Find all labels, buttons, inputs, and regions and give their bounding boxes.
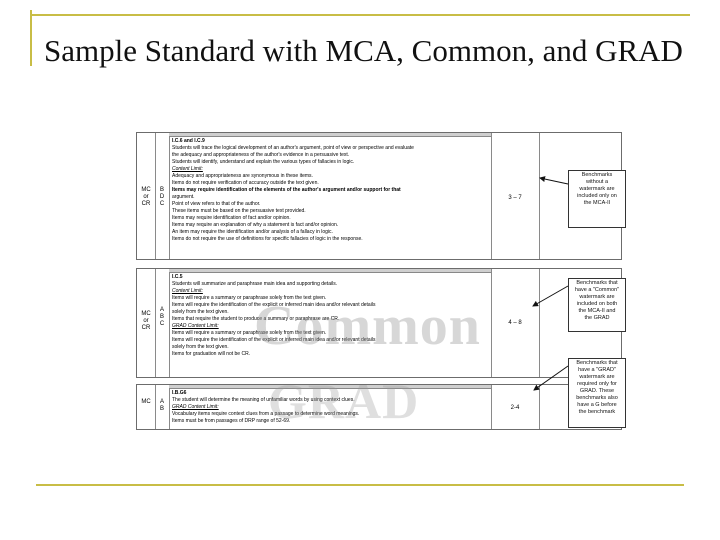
benchmark-line: the adequacy and appropriateness of the …	[172, 152, 350, 158]
callout-line: GRAD. These	[579, 388, 615, 394]
item-type-line: MC	[141, 187, 151, 193]
callout-line: Benchmarks that	[576, 360, 618, 366]
title-accent-vertical	[30, 10, 32, 66]
benchmark-line: Items may require identification of the …	[172, 187, 401, 193]
level-letter: A	[159, 399, 164, 405]
item-type-line: CR	[141, 201, 151, 207]
level-letter: B	[159, 406, 164, 412]
item-type-line: MC	[141, 311, 151, 317]
benchmark-line: Content Limit:	[172, 288, 203, 294]
callout-line: have a "Common"	[574, 287, 620, 293]
benchmark-line: Adequacy and appropriateness are synonym…	[172, 173, 313, 179]
header-stripe	[169, 133, 491, 137]
callout-line: have a G before	[577, 402, 617, 408]
callout-line: benchmarks also	[576, 395, 618, 401]
level-letter: D	[159, 194, 165, 200]
benchmark-line: Students will identify, understand and e…	[172, 159, 355, 165]
benchmark-line: An item may require the identification a…	[172, 229, 333, 235]
item-type-cell: MC or CR	[137, 269, 156, 377]
title-accent-horizontal	[30, 14, 690, 16]
level-letter: C	[159, 201, 165, 207]
callout-line: have a "GRAD"	[578, 367, 616, 373]
benchmark-line: Items that require the student to produc…	[172, 316, 340, 322]
bottom-accent-rule	[36, 484, 684, 486]
item-type-line: CR	[141, 325, 151, 331]
callout-line: without a	[585, 179, 608, 185]
benchmark-line: Items do not require the use of definiti…	[172, 236, 363, 242]
item-type-cell: MC or CR	[137, 133, 156, 259]
callout-line: the GRAD	[584, 315, 610, 321]
item-range: 3 – 7	[508, 195, 522, 201]
level-letter: B	[159, 187, 164, 193]
slide-title: Sample Standard with MCA, Common, and GR…	[44, 33, 683, 68]
benchmark-line: solely from the text given.	[172, 309, 229, 315]
benchmark-line: Students will summarize and paraphrase m…	[172, 281, 338, 287]
level-cell: A B	[155, 385, 170, 429]
item-range: 4 – 8	[508, 320, 522, 326]
callout-line: included on both	[576, 301, 618, 307]
level-cell: A B C	[155, 269, 170, 377]
header-stripe	[169, 269, 491, 273]
callout-line: the benchmark	[578, 409, 616, 415]
level-letter: C	[159, 321, 165, 327]
benchmark-line: Items must be from passages of DRP range…	[172, 418, 291, 424]
item-range-cell: 4 – 8	[491, 269, 540, 377]
benchmark-line: I.B.G6	[172, 390, 187, 396]
item-type-line: MC	[141, 399, 151, 405]
callout-line: the MCA-II	[583, 200, 611, 206]
level-letter: B	[159, 314, 164, 320]
level-cell: B D C	[155, 133, 170, 259]
benchmark-line: I.C.5	[172, 274, 183, 280]
callout-line: watermark are	[579, 294, 615, 300]
benchmark-line: Vocabulary items require context clues f…	[172, 411, 360, 417]
callout-line: Benchmarks that	[576, 280, 618, 286]
benchmark-line: I.C.6 and I.C.9	[172, 138, 205, 144]
item-range-cell: 3 – 7	[491, 133, 540, 259]
benchmark-line: Items will require the identification of…	[172, 337, 376, 343]
benchmark-line: Items will require a summary or paraphra…	[172, 330, 327, 336]
level-letter: A	[159, 307, 164, 313]
benchmark-line: solely from the text given.	[172, 344, 229, 350]
benchmark-line: Items may require identification of fact…	[172, 215, 291, 221]
benchmark-line: Students will trace the logical developm…	[172, 145, 414, 151]
benchmark-line: GRAD Content Limit:	[172, 404, 219, 410]
benchmark-line: Items do not require verification of acc…	[172, 180, 319, 186]
benchmark-line: Items will require a summary or paraphra…	[172, 295, 327, 301]
callout-line: watermark are	[579, 374, 615, 380]
callout-line: the MCA-II and	[578, 308, 616, 314]
callout-line: included only on	[577, 193, 617, 199]
header-stripe	[169, 385, 491, 389]
benchmark-line: GRAD Content Limit:	[172, 323, 219, 329]
benchmark-line: argument.	[172, 194, 195, 200]
benchmark-line: Point of view refers to that of the auth…	[172, 201, 261, 207]
callout-line: required only for	[577, 381, 617, 387]
benchmark-line: Items will require the identification of…	[172, 302, 376, 308]
item-type-line: or	[143, 194, 149, 200]
benchmark-line: Items for graduation will not be CR.	[172, 351, 251, 357]
benchmark-line: Content Limit:	[172, 166, 203, 172]
callout-line: Benchmarks	[581, 172, 613, 178]
benchmark-line: Items may require an explanation of why …	[172, 222, 339, 228]
item-type-line: or	[143, 318, 149, 324]
item-range-cell: 2-4	[491, 385, 540, 429]
item-range: 2-4	[510, 405, 520, 411]
benchmark-line: The student will determine the meaning o…	[172, 397, 355, 403]
callout-line: watermark are	[579, 186, 615, 192]
item-type-cell: MC	[137, 385, 156, 429]
benchmark-line: These items must be based on the persuas…	[172, 208, 306, 214]
